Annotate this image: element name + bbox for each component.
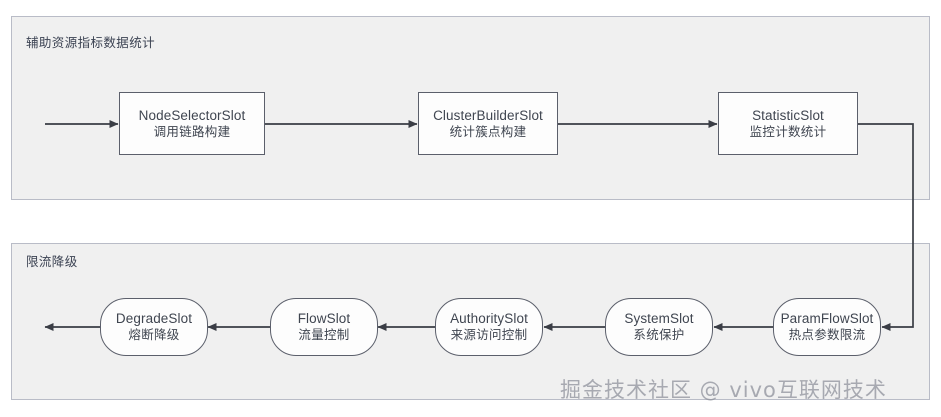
node-statistic-slot-subtitle: 监控计数统计 — [749, 124, 827, 139]
node-degrade-slot-title: DegradeSlot — [115, 311, 193, 327]
node-flow-slot-title: FlowSlot — [297, 311, 351, 327]
node-authority-slot-title: AuthoritySlot — [450, 311, 528, 327]
node-authority-slot[interactable]: AuthoritySlot 来源访问控制 — [435, 298, 543, 356]
node-degrade-slot[interactable]: DegradeSlot 熔断降级 — [100, 298, 208, 356]
node-node-selector-slot[interactable]: NodeSelectorSlot 调用链路构建 — [119, 92, 265, 155]
node-system-slot-title: SystemSlot — [624, 311, 694, 327]
node-flow-slot-subtitle: 流量控制 — [298, 328, 350, 343]
node-node-selector-slot-subtitle: 调用链路构建 — [153, 124, 231, 139]
node-system-slot-subtitle: 系统保护 — [633, 328, 685, 343]
node-param-flow-slot-subtitle: 热点参数限流 — [788, 328, 866, 343]
node-statistic-slot[interactable]: StatisticSlot 监控计数统计 — [718, 92, 858, 155]
node-cluster-builder-slot[interactable]: ClusterBuilderSlot 统计簇点构建 — [418, 92, 558, 155]
node-system-slot[interactable]: SystemSlot 系统保护 — [605, 298, 713, 356]
section-flow-control-label: 限流降级 — [26, 255, 78, 269]
node-cluster-builder-slot-title: ClusterBuilderSlot — [433, 107, 543, 123]
node-degrade-slot-subtitle: 熔断降级 — [128, 328, 180, 343]
node-flow-slot[interactable]: FlowSlot 流量控制 — [270, 298, 378, 356]
node-cluster-builder-slot-subtitle: 统计簇点构建 — [449, 124, 527, 139]
node-param-flow-slot[interactable]: ParamFlowSlot 热点参数限流 — [773, 298, 881, 356]
section-statistics-label: 辅助资源指标数据统计 — [26, 36, 156, 50]
node-param-flow-slot-title: ParamFlowSlot — [780, 311, 874, 327]
node-statistic-slot-title: StatisticSlot — [752, 107, 824, 123]
watermark-text: 掘金技术社区 @ vivo互联网技术 — [560, 378, 887, 402]
node-node-selector-slot-title: NodeSelectorSlot — [138, 107, 246, 123]
node-authority-slot-subtitle: 来源访问控制 — [450, 328, 528, 343]
